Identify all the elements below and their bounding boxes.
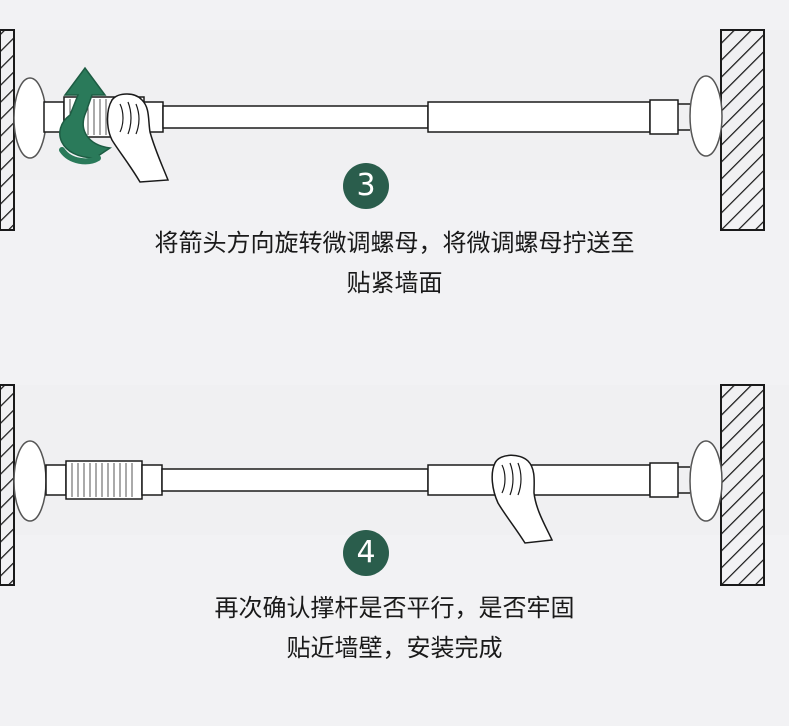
right-wall-pad — [689, 440, 723, 522]
curved-arrow-icon — [59, 66, 113, 165]
step-3-caption-line-2: 贴紧墙面 — [346, 269, 443, 297]
step-4-illustration — [0, 384, 789, 586]
left-wall-pad — [13, 440, 47, 522]
right-wall — [720, 29, 765, 231]
panel-divider — [0, 308, 789, 348]
left-end-cap — [45, 464, 67, 496]
step-4-caption-line-1: 再次确认撑杆是否平行，是否牢固 — [214, 594, 575, 622]
right-end-cap — [649, 99, 679, 135]
step-3-caption-line-1: 将箭头方向旋转微调螺母，将微调螺母拧送至 — [154, 229, 635, 257]
background-band — [0, 385, 789, 535]
hand-icon — [491, 454, 554, 544]
inner-rod — [161, 468, 429, 492]
left-wall — [0, 29, 15, 231]
adjustment-nut — [65, 460, 143, 500]
step-3-caption: 将箭头方向旋转微调螺母，将微调螺母拧送至 贴紧墙面 — [0, 223, 789, 303]
right-wall — [720, 384, 765, 586]
step-number-badge: 4 — [343, 530, 389, 576]
right-end-cap — [649, 462, 679, 498]
hand-icon — [106, 93, 170, 183]
left-wall — [0, 384, 15, 586]
step-4-caption-line-2: 贴近墙壁，安装完成 — [286, 634, 503, 662]
left-wall-pad — [13, 77, 47, 159]
step-4-caption: 再次确认撑杆是否平行，是否牢固 贴近墙壁，安装完成 — [0, 588, 789, 668]
step-number-badge: 3 — [343, 163, 389, 209]
inner-rod-connector — [141, 464, 163, 496]
outer-tube — [427, 101, 651, 133]
step-3-panel: 3 将箭头方向旋转微调螺母，将微调螺母拧送至 贴紧墙面 — [0, 0, 789, 297]
right-wall-pad — [689, 75, 723, 157]
step-3-illustration — [0, 29, 789, 231]
step-4-panel: 4 再次确认撑杆是否平行，是否牢固 贴近墙壁，安装完成 — [0, 355, 789, 662]
outer-tube — [427, 464, 651, 496]
inner-rod — [162, 105, 429, 129]
